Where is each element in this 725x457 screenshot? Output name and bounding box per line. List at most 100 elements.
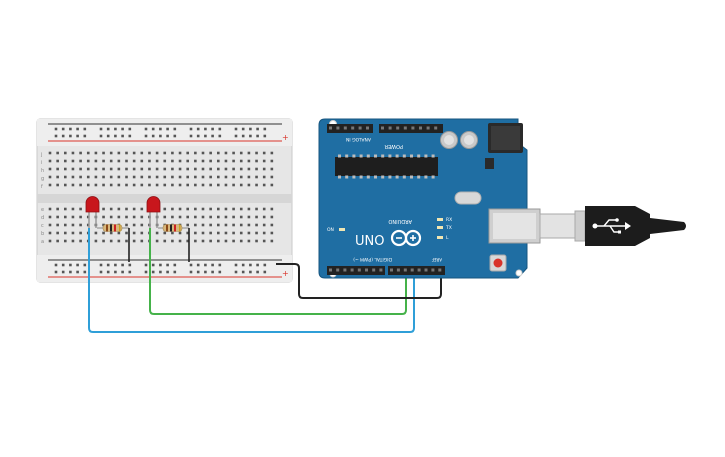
breadboard-hole[interactable] bbox=[117, 231, 121, 235]
breadboard-hole[interactable] bbox=[79, 175, 82, 179]
rail-hole[interactable] bbox=[159, 134, 162, 138]
breadboard-hole[interactable] bbox=[148, 175, 151, 179]
breadboard-hole[interactable] bbox=[125, 151, 128, 155]
breadboard-hole[interactable] bbox=[140, 231, 144, 235]
breadboard-hole[interactable] bbox=[171, 167, 174, 171]
breadboard-holes[interactable] bbox=[48, 127, 274, 274]
analog-pin[interactable] bbox=[351, 126, 355, 130]
breadboard-hole[interactable] bbox=[270, 159, 274, 163]
breadboard-hole[interactable] bbox=[163, 167, 167, 171]
breadboard-hole[interactable] bbox=[79, 151, 82, 155]
analog-pin[interactable] bbox=[358, 126, 362, 130]
breadboard-hole[interactable] bbox=[247, 175, 251, 179]
breadboard-hole[interactable] bbox=[56, 183, 59, 187]
rail-hole[interactable] bbox=[76, 270, 79, 274]
breadboard-hole[interactable] bbox=[186, 159, 189, 163]
breadboard-hole[interactable] bbox=[194, 231, 197, 235]
rail-hole[interactable] bbox=[99, 134, 103, 138]
breadboard-hole[interactable] bbox=[270, 223, 274, 227]
breadboard-hole[interactable] bbox=[94, 159, 98, 163]
breadboard-hole[interactable] bbox=[217, 159, 220, 163]
breadboard-hole[interactable] bbox=[71, 159, 75, 163]
led-1[interactable] bbox=[85, 196, 100, 229]
breadboard-hole[interactable] bbox=[48, 159, 52, 163]
breadboard-hole[interactable] bbox=[86, 159, 90, 163]
rail-hole[interactable] bbox=[128, 270, 132, 274]
breadboard-hole[interactable] bbox=[270, 239, 274, 243]
breadboard-hole[interactable] bbox=[163, 151, 167, 155]
breadboard-hole[interactable] bbox=[64, 183, 67, 187]
rail-hole[interactable] bbox=[114, 127, 117, 131]
breadboard-hole[interactable] bbox=[186, 167, 189, 171]
rail-hole[interactable] bbox=[151, 134, 155, 138]
breadboard-hole[interactable] bbox=[86, 167, 90, 171]
breadboard-hole[interactable] bbox=[163, 159, 167, 163]
breadboard-hole[interactable] bbox=[255, 159, 258, 163]
breadboard-hole[interactable] bbox=[148, 183, 151, 187]
power-pin[interactable] bbox=[411, 126, 415, 130]
rail-hole[interactable] bbox=[76, 127, 79, 131]
breadboard-hole[interactable] bbox=[186, 215, 189, 219]
breadboard-hole[interactable] bbox=[79, 223, 82, 227]
rail-hole[interactable] bbox=[211, 263, 214, 267]
breadboard-hole[interactable] bbox=[171, 183, 174, 187]
breadboard-hole[interactable] bbox=[232, 223, 235, 227]
rail-hole[interactable] bbox=[166, 127, 169, 131]
breadboard-hole[interactable] bbox=[186, 151, 189, 155]
breadboard-hole[interactable] bbox=[224, 175, 228, 179]
breadboard-hole[interactable] bbox=[56, 175, 59, 179]
breadboard-hole[interactable] bbox=[247, 159, 251, 163]
breadboard-hole[interactable] bbox=[217, 239, 220, 243]
rail-hole[interactable] bbox=[196, 270, 200, 274]
breadboard-hole[interactable] bbox=[262, 231, 266, 235]
rail-hole[interactable] bbox=[114, 263, 117, 267]
breadboard-hole[interactable] bbox=[117, 183, 121, 187]
breadboard-hole[interactable] bbox=[86, 183, 90, 187]
breadboard-hole[interactable] bbox=[201, 239, 205, 243]
breadboard-hole[interactable] bbox=[247, 223, 251, 227]
breadboard-hole[interactable] bbox=[209, 207, 212, 211]
breadboard-hole[interactable] bbox=[56, 167, 59, 171]
breadboard-hole[interactable] bbox=[178, 175, 182, 179]
breadboard-hole[interactable] bbox=[140, 183, 144, 187]
rail-hole[interactable] bbox=[99, 127, 103, 131]
breadboard-hole[interactable] bbox=[262, 167, 266, 171]
breadboard-hole[interactable] bbox=[132, 159, 136, 163]
breadboard-hole[interactable] bbox=[224, 231, 228, 235]
digital-pin[interactable] bbox=[431, 268, 435, 272]
rail-hole[interactable] bbox=[218, 134, 222, 138]
breadboard-hole[interactable] bbox=[178, 231, 182, 235]
rail-hole[interactable] bbox=[234, 134, 238, 138]
rail-hole[interactable] bbox=[99, 263, 103, 267]
rail-hole[interactable] bbox=[106, 263, 110, 267]
breadboard-hole[interactable] bbox=[232, 167, 235, 171]
breadboard-hole[interactable] bbox=[270, 231, 274, 235]
digital-pin[interactable] bbox=[357, 268, 361, 272]
breadboard-hole[interactable] bbox=[140, 207, 144, 211]
breadboard-hole[interactable] bbox=[186, 239, 189, 243]
breadboard-hole[interactable] bbox=[186, 183, 189, 187]
breadboard-hole[interactable] bbox=[125, 167, 128, 171]
breadboard-hole[interactable] bbox=[232, 183, 235, 187]
breadboard-hole[interactable] bbox=[109, 215, 113, 219]
breadboard-hole[interactable] bbox=[270, 183, 274, 187]
breadboard-hole[interactable] bbox=[217, 175, 220, 179]
breadboard-hole[interactable] bbox=[56, 207, 59, 211]
rail-hole[interactable] bbox=[241, 263, 245, 267]
breadboard-hole[interactable] bbox=[232, 215, 235, 219]
rail-hole[interactable] bbox=[114, 270, 117, 274]
breadboard-hole[interactable] bbox=[71, 223, 75, 227]
rail-hole[interactable] bbox=[83, 263, 87, 267]
breadboard-hole[interactable] bbox=[186, 231, 189, 235]
breadboard-hole[interactable] bbox=[163, 183, 167, 187]
breadboard-hole[interactable] bbox=[109, 207, 113, 211]
breadboard-hole[interactable] bbox=[102, 223, 105, 227]
digital-pin[interactable] bbox=[350, 268, 354, 272]
breadboard-hole[interactable] bbox=[232, 207, 235, 211]
rail-hole[interactable] bbox=[256, 263, 259, 267]
breadboard-hole[interactable] bbox=[148, 159, 151, 163]
digital-pin[interactable] bbox=[365, 268, 368, 272]
breadboard-hole[interactable] bbox=[194, 151, 197, 155]
analog-header[interactable] bbox=[327, 124, 373, 133]
led-2[interactable] bbox=[146, 196, 161, 229]
